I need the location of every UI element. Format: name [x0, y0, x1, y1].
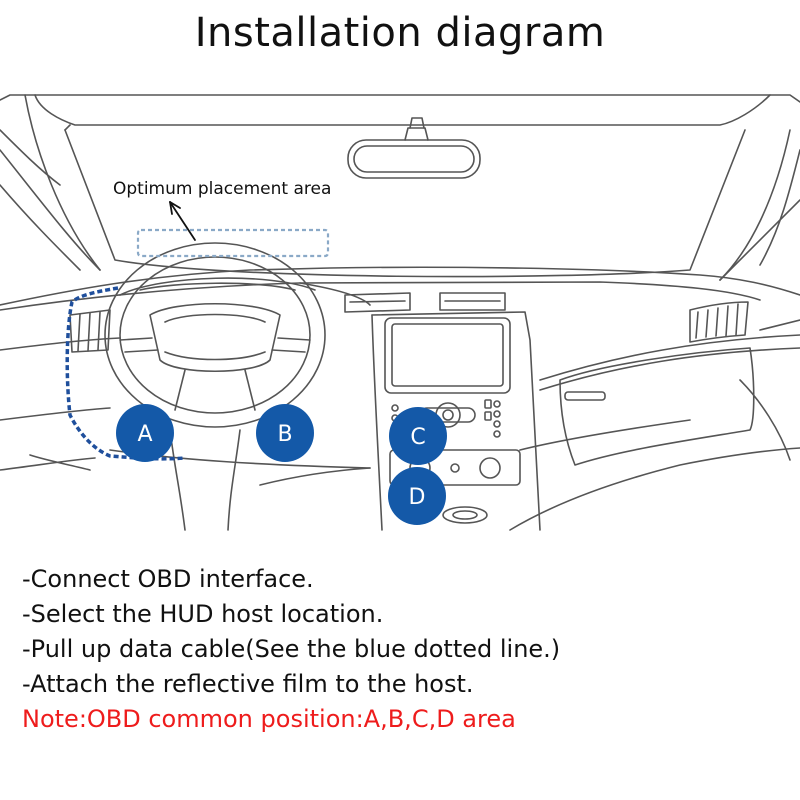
rear-view-mirror — [347, 139, 481, 179]
instrument-cluster — [119, 277, 316, 296]
instruction-item: -Attach the reflective film to the host. — [22, 670, 474, 698]
windshield-upper — [34, 94, 771, 126]
center-vent-left — [344, 292, 411, 313]
marker-c-label: C — [410, 425, 425, 450]
windshield-inner-top — [64, 124, 71, 131]
instruction-item: -Select the HUD host location. — [22, 600, 384, 628]
marker-b: B — [256, 404, 314, 462]
marker-d: D — [388, 467, 446, 525]
left-a-pillar — [0, 149, 101, 271]
note-text: Note:OBD common position:A,B,C,D area — [22, 705, 516, 733]
marker-c: C — [389, 407, 447, 465]
left-vent — [69, 309, 111, 353]
page-title: Installation diagram — [194, 10, 606, 56]
steering-wheel — [104, 242, 326, 428]
right-vent — [689, 301, 749, 343]
glove-box — [559, 347, 755, 466]
placement-arrow — [169, 201, 196, 241]
steering-hub — [149, 302, 281, 373]
dashboard-top — [0, 266, 800, 306]
infotainment-screen — [384, 317, 511, 394]
marker-d-label: D — [409, 485, 426, 510]
windshield-glass — [64, 129, 746, 278]
instruction-list: -Connect OBD interface. -Select the HUD … — [22, 562, 782, 737]
car-interior-diagram: Optimum placement area A B C D — [0, 90, 800, 540]
right-a-pillar — [719, 199, 800, 281]
climate-panel — [389, 449, 521, 486]
marker-a-label: A — [137, 422, 152, 447]
center-vent-right — [439, 292, 506, 311]
windshield-frame — [0, 94, 800, 103]
placement-area — [136, 228, 330, 258]
placement-label: Optimum placement area — [113, 179, 331, 199]
instruction-item: -Pull up data cable(See the blue dotted … — [22, 635, 561, 663]
marker-b-label: B — [277, 422, 292, 447]
center-console — [371, 311, 541, 531]
instruction-item: -Connect OBD interface. — [22, 565, 314, 593]
marker-a: A — [116, 404, 174, 462]
cup-holder — [442, 506, 488, 524]
